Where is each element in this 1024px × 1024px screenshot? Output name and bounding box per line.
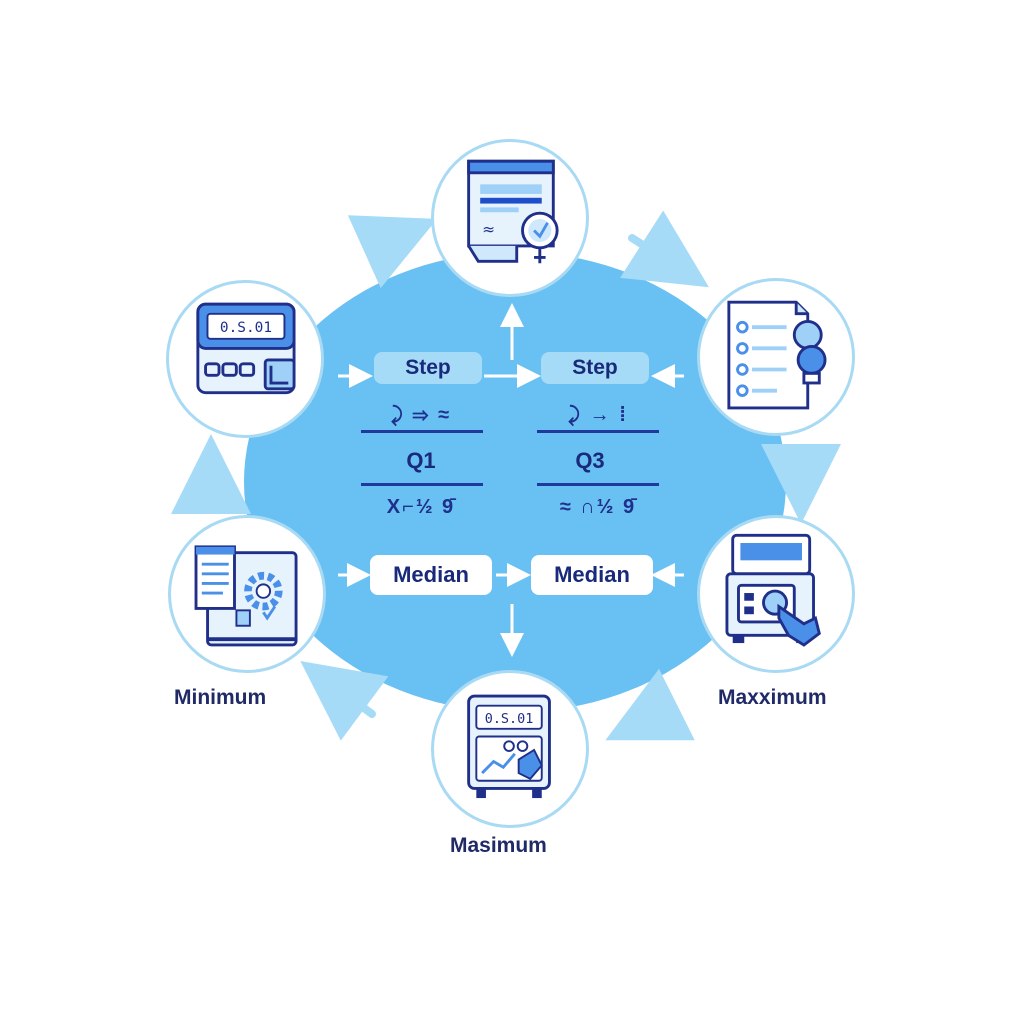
step-label-left: Step bbox=[374, 352, 482, 384]
node-left-lower bbox=[168, 515, 326, 673]
divider-left-bottom bbox=[361, 483, 483, 486]
node-left-upper: 0.S.01 bbox=[166, 280, 324, 438]
node-top: ≈ bbox=[431, 139, 589, 297]
q3-label: Q3 bbox=[575, 448, 605, 473]
formula-right-top: ⤸ → ⁞ bbox=[568, 404, 628, 426]
arrow-outer-top-right bbox=[620, 210, 709, 288]
document-gear-icon bbox=[194, 545, 298, 647]
step-label-right: Step bbox=[541, 352, 649, 384]
arrow-outer-bottom-left bbox=[300, 660, 389, 741]
q1-label: Q1 bbox=[406, 448, 436, 473]
calculator-chart-icon: 0.S.01 bbox=[467, 694, 551, 799]
median-label-right: Median bbox=[531, 555, 653, 595]
arrow-outer-bottom-right bbox=[605, 668, 695, 741]
display-readout: 0.S.01 bbox=[220, 320, 272, 336]
formula-right-bottom: ≈ ∩½ 9̄ bbox=[559, 496, 637, 518]
calculator-display-icon: 0.S.01 bbox=[196, 302, 296, 395]
node-right-upper bbox=[697, 278, 855, 436]
caption-maximum: Maxximum bbox=[718, 686, 827, 709]
caption-bottom: Masimum bbox=[450, 834, 547, 857]
caption-minimum: Minimum bbox=[174, 686, 267, 709]
divider-left-top bbox=[361, 430, 483, 433]
arrow-outer-top-left bbox=[347, 215, 438, 289]
document-clock-icon: ≈ bbox=[467, 159, 559, 264]
checklist-bulb-icon bbox=[727, 300, 827, 410]
node-right-lower bbox=[697, 515, 855, 673]
divider-right-bottom bbox=[537, 483, 659, 486]
median-label-left: Median bbox=[370, 555, 492, 595]
display-readout: 0.S.01 bbox=[485, 712, 534, 727]
divider-right-top bbox=[537, 430, 659, 433]
svg-text:≈: ≈ bbox=[482, 220, 495, 238]
formula-left-bottom: X⌐½ 9̄ bbox=[386, 496, 456, 518]
machine-hand-icon bbox=[725, 533, 821, 647]
formula-left-top: ⤸ ⇒ ≈ bbox=[390, 404, 452, 426]
node-bottom: 0.S.01 bbox=[431, 670, 589, 828]
